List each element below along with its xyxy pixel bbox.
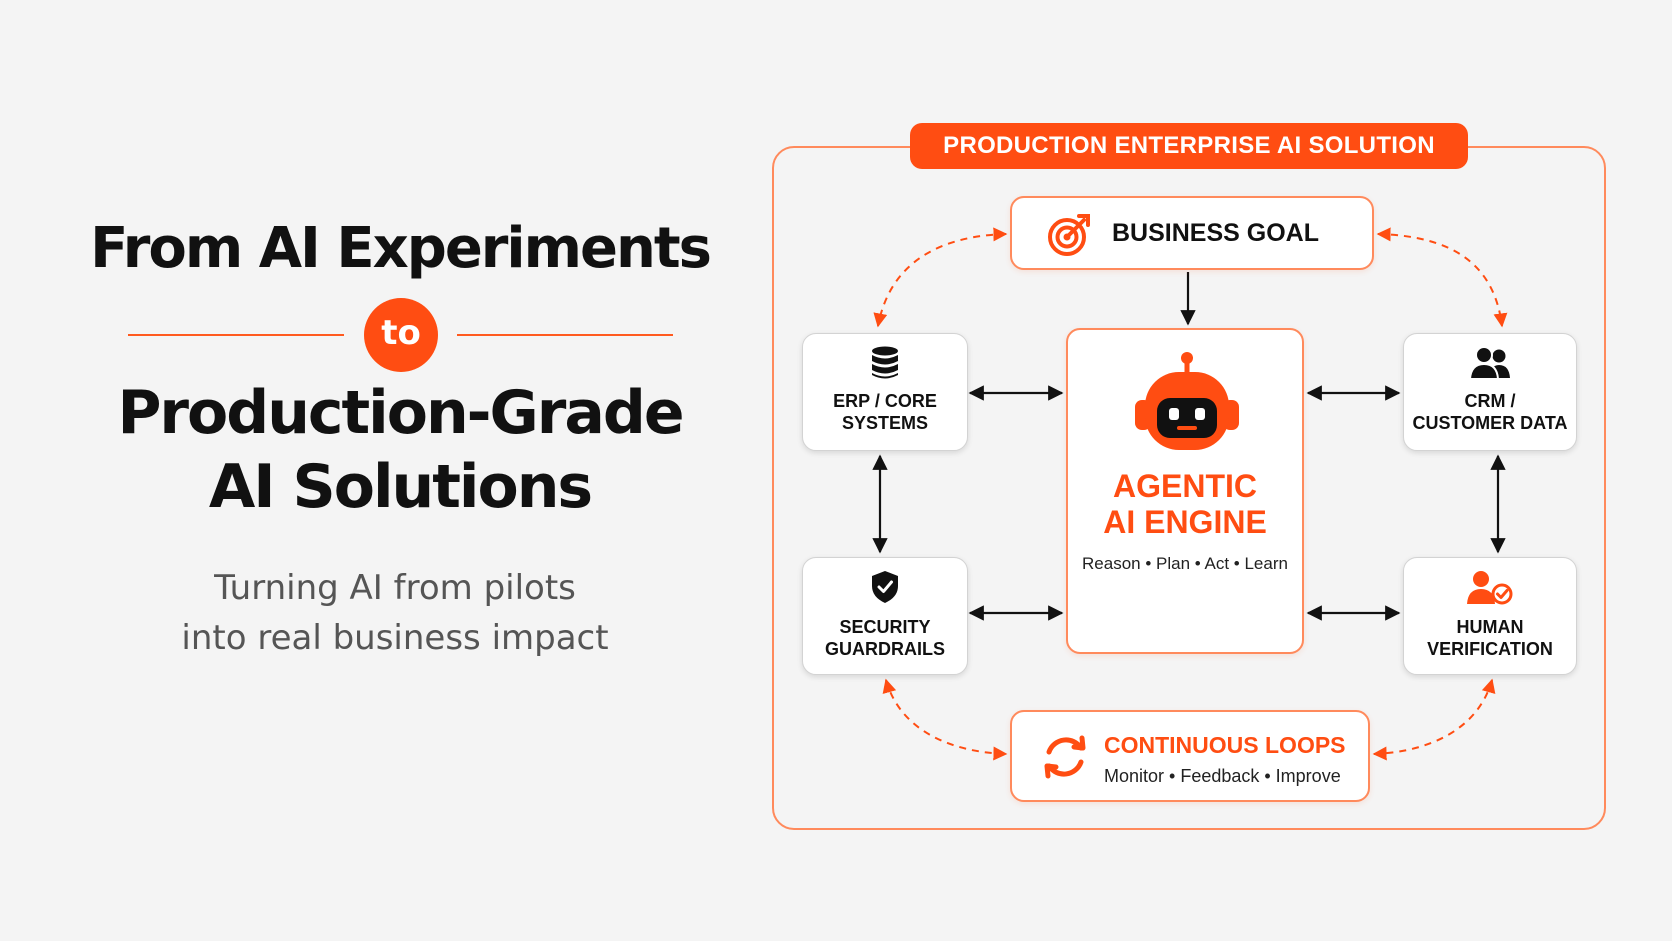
dashed-security-loops (882, 678, 1008, 761)
to-badge: to (364, 298, 438, 372)
engine-title-line2: AI ENGINE (1103, 504, 1267, 540)
business-goal-box: BUSINESS GOAL (1010, 196, 1374, 270)
human-label: HUMAN VERIFICATION (1404, 616, 1576, 660)
hero-subtitle-line1: Turning AI from pilots (214, 568, 576, 608)
crm-data-box: CRM / CUSTOMER DATA (1403, 333, 1577, 451)
human-verification-box: HUMAN VERIFICATION (1403, 557, 1577, 675)
engine-title-line1: AGENTIC (1113, 468, 1257, 504)
hero-title-line2: Production-Grade (117, 378, 684, 448)
human-label-line2: VERIFICATION (1427, 639, 1553, 659)
erp-label: ERP / CORE SYSTEMS (803, 390, 967, 434)
security-label-line1: SECURITY (839, 617, 931, 637)
loops-subtitle: Monitor • Feedback • Improve (1104, 766, 1341, 786)
loops-title: CONTINUOUS LOOPS (1104, 732, 1346, 758)
erp-label-line1: ERP / CORE (833, 391, 937, 411)
hero-title-line1: From AI Experiments (90, 216, 712, 281)
solution-banner: PRODUCTION ENTERPRISE AI SOLUTION (910, 123, 1468, 169)
dashed-goal-crm (1376, 227, 1508, 328)
hero-title-line3: AI Solutions (208, 452, 593, 522)
connector-rule-right (457, 334, 673, 336)
crm-label: CRM / CUSTOMER DATA (1404, 390, 1576, 434)
agentic-engine-box: AGENTIC AI ENGINE Reason • Plan • Act • … (1066, 328, 1304, 654)
connector-rule-left (128, 334, 344, 336)
erp-label-line2: SYSTEMS (841, 413, 929, 433)
shield-check-icon (803, 570, 967, 604)
crm-label-line1: CRM / (1464, 391, 1516, 411)
refresh-icon (1040, 732, 1090, 787)
users-icon (1404, 346, 1576, 380)
engine-subtitle: Reason • Plan • Act • Learn (1082, 554, 1288, 573)
security-label: SECURITY GUARDRAILS (803, 616, 967, 660)
security-label-line2: GUARDRAILS (825, 639, 945, 659)
database-icon (803, 346, 967, 380)
hero-subtitle-line2: into real business impact (181, 618, 609, 658)
dashed-goal-erp (873, 227, 1008, 328)
user-check-icon (1404, 570, 1576, 606)
dashed-human-loops (1372, 678, 1496, 761)
human-label-line1: HUMAN (1456, 617, 1524, 637)
crm-label-line2: CUSTOMER DATA (1412, 413, 1568, 433)
erp-systems-box: ERP / CORE SYSTEMS (802, 333, 968, 451)
robot-icon (1133, 352, 1241, 459)
business-goal-label: BUSINESS GOAL (1112, 218, 1319, 247)
target-icon (1046, 212, 1092, 263)
to-connector: to (128, 298, 673, 372)
security-guardrails-box: SECURITY GUARDRAILS (802, 557, 968, 675)
continuous-loops-box: CONTINUOUS LOOPS Monitor • Feedback • Im… (1010, 710, 1370, 802)
